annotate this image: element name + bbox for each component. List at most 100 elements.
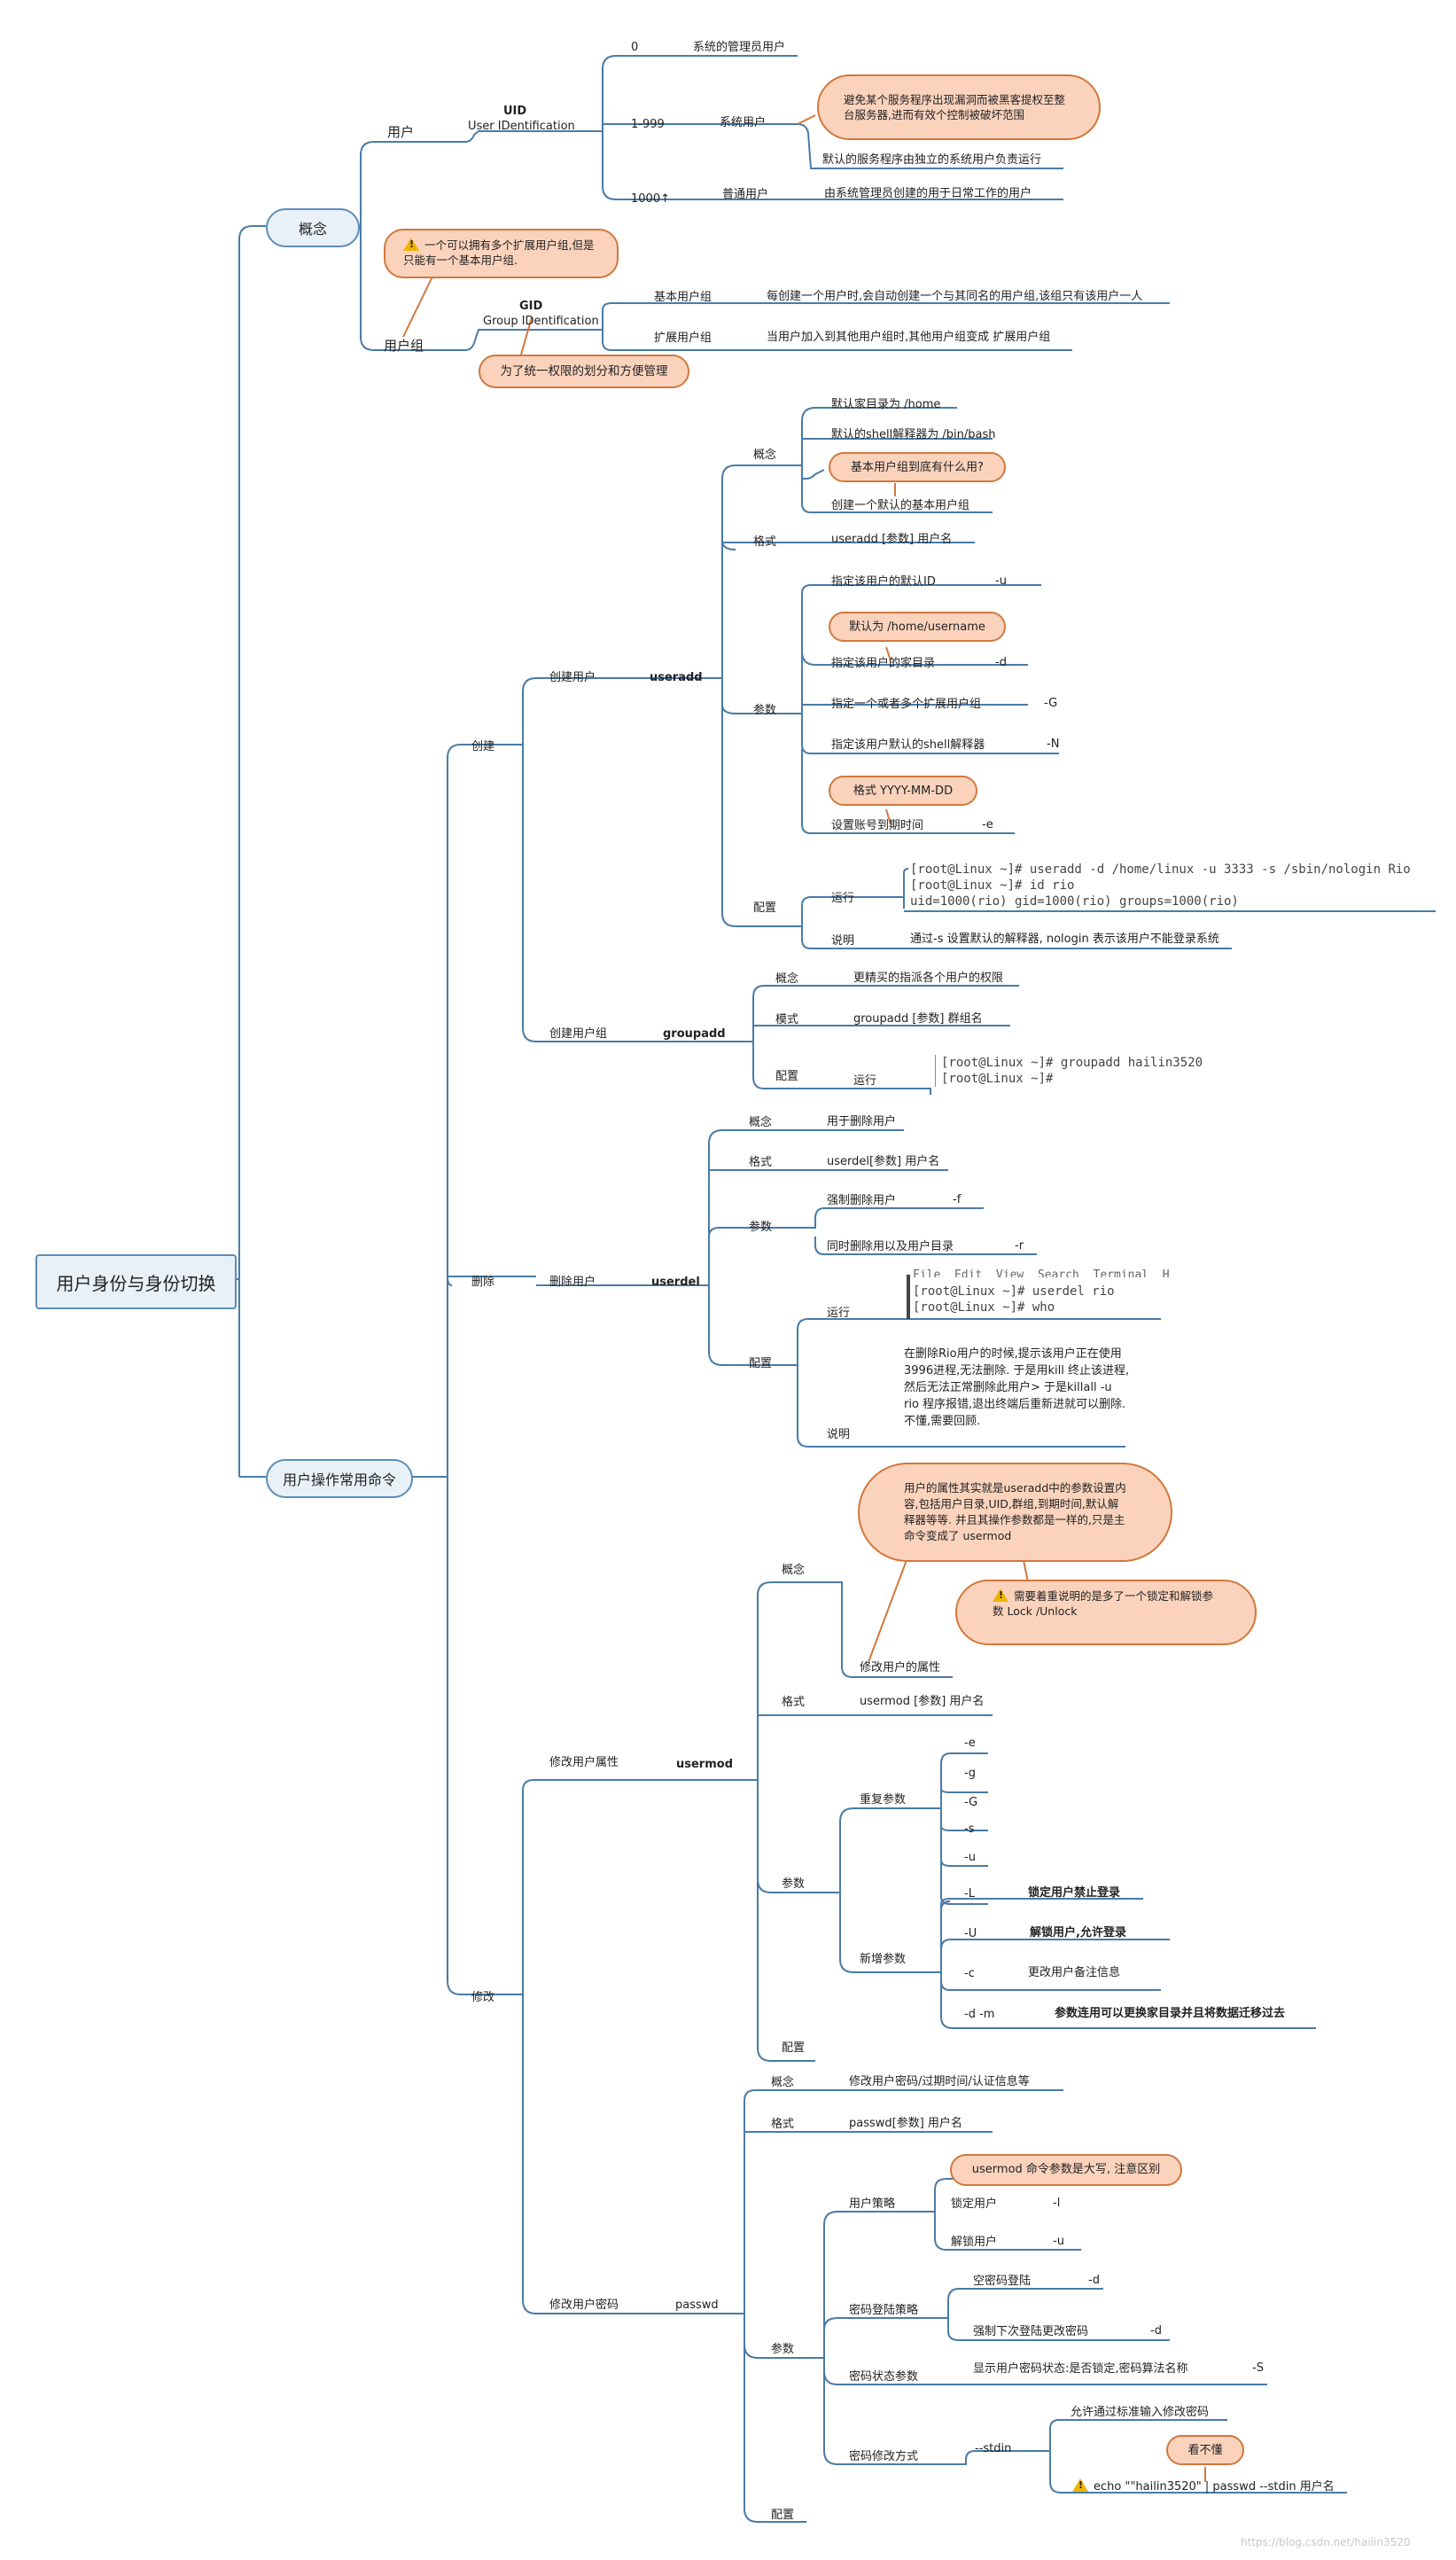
node-passwd-status[interactable]: 密码状态参数 (849, 2370, 919, 2384)
node-uid-thousand[interactable]: 1000↑ (631, 192, 670, 206)
node-useradd-explain-val: 通过-s 设置默认的解释器, nologin 表示该用户不能登录系统 (910, 933, 1219, 946)
node-useradd-c3: 创建一个默认的基本用户组 (831, 499, 970, 512)
node-usermod-n2-val: 解锁用户,允许登录 (1030, 1926, 1126, 1940)
node-group[interactable]: 用户组 (384, 338, 424, 354)
node-groupadd[interactable]: groupadd (663, 1027, 726, 1041)
node-useradd-format[interactable]: 格式 (753, 535, 777, 549)
code-groupadd-1: [root@Linux ~]# groupadd hailin3520 (935, 1055, 1203, 1071)
node-useradd-c1: 默认家目录为 /home (831, 398, 941, 411)
node-usermod-params[interactable]: 参数 (782, 1877, 806, 1891)
node-passwd-params[interactable]: 参数 (771, 2343, 795, 2356)
node-passwd-format[interactable]: 格式 (771, 2118, 795, 2131)
node-useradd-p4: 指定该用户默认的shell解释器 (831, 738, 985, 752)
node-useradd-params[interactable]: 参数 (753, 704, 777, 717)
node-uid-range[interactable]: 1-999 (631, 118, 665, 131)
node-usermod-r3: -G (964, 1796, 978, 1809)
node-modify-password[interactable]: 修改用户密码 (549, 2299, 619, 2312)
node-uid-title[interactable]: UID (503, 105, 527, 118)
node-usermod-config[interactable]: 配置 (782, 2041, 806, 2055)
code-userdel-2: [root@Linux ~]# who (913, 1300, 1055, 1315)
node-groupadd-concept[interactable]: 概念 (775, 972, 799, 986)
node-usermod-n2: -U (964, 1927, 977, 1940)
node-uid-zero-desc: 系统的管理员用户 (693, 41, 786, 54)
node-useradd-c2: 默认的shell解释器为 /bin/bash (831, 428, 996, 441)
node-useradd-concept[interactable]: 概念 (753, 449, 777, 462)
node-usermod[interactable]: usermod (676, 1758, 734, 1771)
node-passwd-status-flag: -S (1252, 2361, 1264, 2375)
node-userdel-format[interactable]: 格式 (749, 1156, 773, 1169)
node-delete-user[interactable]: 删除用户 (549, 1276, 596, 1289)
code-useradd-3: uid=1000(rio) gid=1000(rio) groups=1000(… (910, 894, 1239, 909)
warning-icon (1072, 2478, 1088, 2492)
topic-concept[interactable]: 概念 (266, 208, 360, 247)
node-passwd-login[interactable]: 密码登陆策略 (849, 2304, 919, 2317)
node-usermod-new[interactable]: 新增参数 (860, 1953, 907, 1966)
node-groupadd-format[interactable]: 模式 (775, 1013, 799, 1026)
node-passwd-format-val: passwd[参数] 用户名 (849, 2117, 962, 2130)
node-passwd[interactable]: passwd (675, 2299, 719, 2312)
node-passwd-stdin-cmd: echo ""hailin3520" | passwd --stdin 用户名 (1072, 2478, 1335, 2494)
node-userdel-p2-flag: -r (1015, 1239, 1024, 1253)
note-home-default: 默认为 /home/username (829, 612, 1006, 642)
note-gid: 为了统一权限的划分和方便管理 (479, 355, 689, 388)
code-useradd-2: [root@Linux ~]# id rio (910, 878, 1075, 893)
node-useradd[interactable]: useradd (650, 671, 703, 684)
node-basic-group[interactable]: 基本用户组 (654, 291, 712, 304)
node-userdel-config[interactable]: 配置 (749, 1357, 773, 1370)
node-userdel-concept-val: 用于删除用户 (827, 1115, 897, 1128)
node-user[interactable]: 用户 (387, 124, 415, 140)
node-ext-group[interactable]: 扩展用户组 (654, 332, 712, 345)
node-userdel[interactable]: userdel (651, 1276, 700, 1289)
note-usermod-lock: 需要着重说明的是多了一个锁定和解锁参数 Lock /Unlock (955, 1580, 1257, 1645)
node-useradd-p5: 设置账号到期时间 (831, 819, 924, 832)
note-usermod-attr: 用户的属性其实就是useradd中的参数设置内容,包括用户目录,UID,群组,到… (858, 1463, 1172, 1562)
node-usermod-format[interactable]: 格式 (782, 1696, 806, 1709)
node-uid-zero[interactable]: 0 (631, 41, 639, 54)
node-userdel-explain[interactable]: 说明 (827, 1428, 851, 1441)
node-gid-title[interactable]: GID (519, 300, 543, 313)
node-userdel-run[interactable]: 运行 (827, 1307, 851, 1320)
node-usermod-concept[interactable]: 概念 (782, 1564, 806, 1577)
node-normal-user-desc: 由系统管理员创建的用于日常工作的用户 (824, 187, 1032, 200)
node-passwd-unlock: 解锁用户 (951, 2236, 998, 2249)
node-modify-attr[interactable]: 修改用户属性 (549, 1756, 619, 1769)
node-modify[interactable]: 修改 (471, 1991, 495, 2004)
note-date-format: 格式 YYYY-MM-DD (829, 776, 977, 806)
root-topic[interactable]: 用户身份与身份切换 (35, 1254, 237, 1309)
node-passwd-policy[interactable]: 用户策略 (849, 2197, 896, 2211)
node-useradd-config[interactable]: 配置 (753, 901, 777, 915)
code-useradd-1: [root@Linux ~]# useradd -d /home/linux -… (910, 862, 1411, 877)
node-create-user[interactable]: 创建用户 (549, 671, 596, 684)
node-passwd-login2: 强制下次登陆更改密码 (973, 2325, 1089, 2338)
node-usermod-n3-val: 更改用户备注信息 (1028, 1966, 1121, 1979)
node-useradd-explain[interactable]: 说明 (831, 934, 855, 948)
node-passwd-login2-flag: -d (1150, 2324, 1162, 2338)
node-userdel-concept[interactable]: 概念 (749, 1116, 773, 1129)
node-create[interactable]: 创建 (471, 740, 495, 753)
node-normal-user[interactable]: 普通用户 (722, 188, 769, 201)
code-userdel-1: [root@Linux ~]# userdel rio (913, 1284, 1115, 1299)
node-useradd-p4-flag: -N (1047, 738, 1060, 751)
node-groupadd-config[interactable]: 配置 (775, 1070, 799, 1083)
code-userdel-menubar: File Edit View Search Terminal H (913, 1268, 1170, 1277)
node-passwd-concept[interactable]: 概念 (771, 2076, 795, 2089)
node-passwd-way[interactable]: 密码修改方式 (849, 2450, 919, 2463)
node-gid-sub: Group IDentification (483, 315, 599, 328)
node-passwd-concept-val: 修改用户密码/过期时间/认证信息等 (849, 2075, 1030, 2088)
topic-user-ops[interactable]: 用户操作常用命令 (266, 1459, 413, 1498)
node-uid-sub: User IDentification (468, 120, 575, 133)
node-create-group[interactable]: 创建用户组 (549, 1027, 608, 1041)
node-userdel-params[interactable]: 参数 (749, 1221, 773, 1234)
node-system-user[interactable]: 系统用户 (720, 116, 767, 129)
node-delete[interactable]: 删除 (471, 1276, 495, 1289)
node-useradd-p1-flag: -u (995, 574, 1007, 588)
node-useradd-p1: 指定该用户的默认ID (831, 575, 936, 589)
node-passwd-config[interactable]: 配置 (771, 2509, 795, 2522)
node-usermod-n4-val: 参数连用可以更换家目录并且将数据迁移过去 (1055, 2007, 1286, 2020)
node-useradd-format-val: useradd [参数] 用户名 (831, 533, 953, 546)
node-groupadd-run[interactable]: 运行 (853, 1074, 877, 1088)
node-useradd-run[interactable]: 运行 (831, 892, 855, 905)
terminal-bar (907, 1275, 910, 1319)
node-usermod-repeat[interactable]: 重复参数 (860, 1793, 907, 1807)
note-system-user: 避免某个服务程序出现漏洞而被黑客提权至整台服务器,进而有效个控制被破坏范围 (817, 74, 1101, 140)
